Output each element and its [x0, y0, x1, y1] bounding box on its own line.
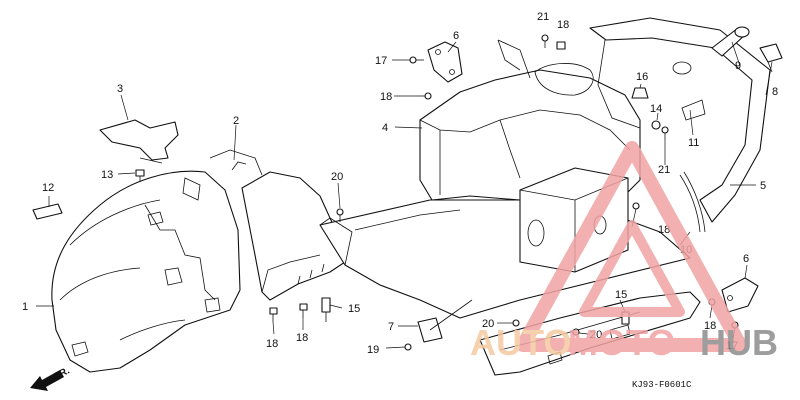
bolt-14 — [651, 120, 661, 130]
screw-18-top — [418, 92, 432, 100]
callout-21-right: 21 — [658, 164, 670, 176]
screw-19 — [385, 343, 412, 351]
callout-20-lower: 20 — [482, 318, 494, 330]
part-1-front-inner-cover — [51, 170, 241, 373]
callout-16: 16 — [636, 71, 648, 83]
watermark-hub: HUB — [700, 322, 778, 363]
part-8-clip — [759, 43, 783, 73]
part-10-rod — [679, 171, 706, 233]
bolt-21-right — [661, 126, 669, 140]
callout-15-right: 15 — [615, 289, 627, 301]
callout-3: 3 — [117, 83, 123, 95]
callouts: 1 2 3 4 5 6 6 7 8 9 10 11 12 13 14 15 15… — [22, 11, 778, 356]
callout-12: 12 — [42, 182, 54, 194]
front-arrow: FR. — [30, 365, 72, 391]
part-12-pad — [32, 203, 63, 220]
watermark-moto: MOTO — [568, 322, 675, 363]
screw-18-mid-b — [299, 303, 308, 318]
screw-21-top — [541, 34, 549, 48]
callout-5: 5 — [760, 180, 766, 192]
part-5-lid-frame — [589, 17, 771, 223]
callout-6-top: 6 — [453, 30, 459, 42]
callout-18-top-left: 18 — [380, 91, 392, 103]
part-3-plate — [99, 119, 179, 164]
callout-18-mid-b: 18 — [296, 332, 308, 344]
callout-15-left: 15 — [348, 303, 360, 315]
bolt-16 — [631, 87, 649, 99]
callout-13: 13 — [101, 169, 113, 181]
callout-18-right: 18 — [658, 224, 670, 236]
clip-20-lower-b — [572, 328, 580, 336]
callout-7: 7 — [388, 321, 394, 333]
screw-17-top — [409, 56, 424, 64]
callout-21-top: 21 — [537, 11, 549, 23]
callout-11: 11 — [688, 137, 699, 149]
callout-1: 1 — [22, 301, 28, 313]
front-label: FR. — [52, 365, 72, 382]
leader-lines — [36, 41, 773, 339]
part-6-bracket-top — [427, 41, 463, 83]
callout-14: 14 — [650, 103, 662, 115]
diagram-code: KJ93-F0601C — [632, 380, 692, 390]
part-9-lock-cylinder — [711, 26, 750, 57]
callout-20-top: 20 — [331, 171, 343, 183]
part-4-storage-box — [319, 39, 691, 319]
callout-9: 9 — [735, 60, 741, 72]
screw-13 — [135, 169, 145, 182]
part-7-grommet — [417, 299, 473, 343]
bolt-15-left — [321, 297, 331, 322]
screw-18-right — [632, 202, 640, 210]
part-6-bracket-bottom — [721, 277, 759, 313]
callout-19: 19 — [367, 344, 379, 356]
callout-18-top-right: 18 — [557, 19, 569, 31]
screw-20-left — [336, 208, 344, 222]
callout-8: 8 — [772, 86, 778, 98]
callout-18-lower-right: 18 — [704, 320, 716, 332]
screw-18-top-right — [556, 41, 566, 50]
watermark-logo: AUTO MOTO HUB — [470, 141, 778, 363]
watermark-auto: AUTO — [470, 322, 571, 363]
callout-18-mid-a: 18 — [266, 338, 278, 350]
callout-17-top: 17 — [375, 55, 387, 67]
callout-2: 2 — [233, 115, 239, 127]
part-2-inner-panel — [209, 149, 346, 301]
callout-4: 4 — [382, 122, 388, 134]
callout-6-right: 6 — [743, 253, 749, 265]
screw-18-mid-a — [269, 307, 278, 322]
